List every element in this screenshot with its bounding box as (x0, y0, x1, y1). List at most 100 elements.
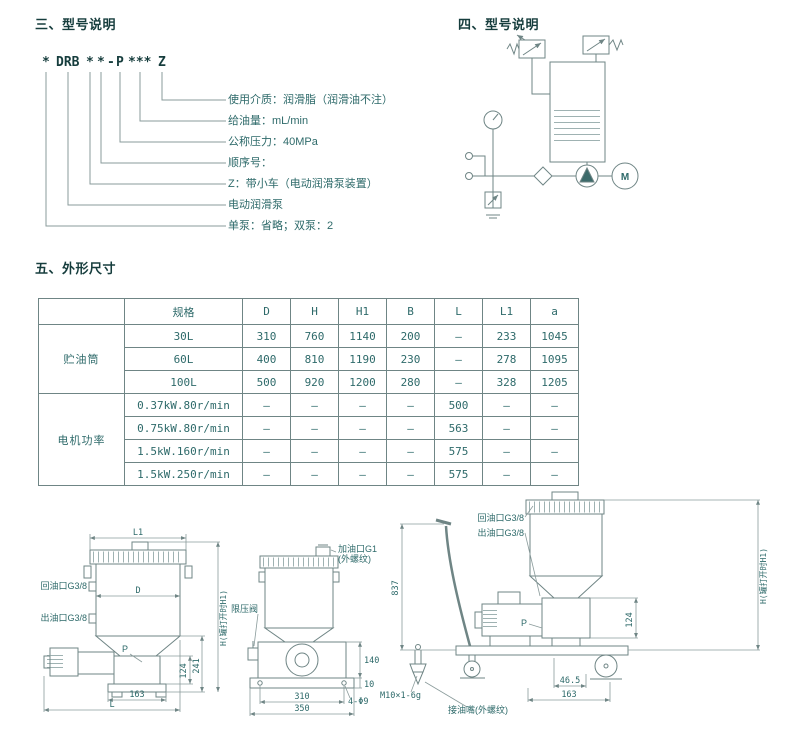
col-header-L1: L1 (482, 298, 531, 325)
cell: — (242, 416, 291, 440)
relief-valve-label: 限压阀 (231, 604, 258, 614)
cell: 563 (434, 416, 483, 440)
dim-163-right: 163 (561, 690, 576, 700)
cell: — (386, 416, 435, 440)
cell: 575 (434, 462, 483, 486)
cell: 1190 (338, 347, 387, 371)
code-p: P (116, 55, 124, 70)
section5-title: 五、外形尺寸 (35, 261, 117, 276)
cell: — (434, 324, 483, 348)
spec-header: 规格 (124, 298, 243, 325)
dim-350: 350 (294, 704, 309, 714)
table-corner-cell (38, 298, 125, 325)
cell: — (338, 416, 387, 440)
table-header-row: 规格 D H H1 B L L1 a (38, 298, 579, 325)
cell: — (530, 462, 579, 486)
cell: — (290, 462, 339, 486)
cell: 1.5kW.160r/min (124, 439, 243, 463)
section4-title: 四、型号说明 (458, 17, 540, 32)
dim-310: 310 (294, 692, 309, 702)
col-header-a: a (530, 298, 579, 325)
cell: 60L (124, 347, 243, 371)
cell: 278 (482, 347, 531, 371)
callout-flow: 给油量：mL/min (228, 115, 309, 127)
cell: — (338, 439, 387, 463)
table-row: 1.5kW.250r/min — — — — 575 — — (39, 462, 579, 486)
cell: 233 (482, 324, 531, 348)
cell: — (386, 439, 435, 463)
cell: — (530, 393, 579, 417)
right-outlet-port-label: 出油口G3/8 (477, 527, 524, 538)
hydraulic-schematic: M (465, 34, 639, 219)
cell: — (338, 462, 387, 486)
cell: 1200 (338, 370, 387, 394)
nipple-label: 接油嘴(外螺纹) (448, 704, 508, 715)
cell: — (482, 393, 531, 417)
col-header-B: B (386, 298, 435, 325)
code-stars: *** (128, 55, 152, 70)
dim-140: 140 (364, 656, 379, 666)
right-return-port-label: 回油口G3/8 (477, 512, 524, 523)
cell: 1045 (530, 324, 579, 348)
cell: — (482, 416, 531, 440)
dim-837: 837 (391, 580, 401, 595)
cell: 575 (434, 439, 483, 463)
cell: — (482, 439, 531, 463)
cell: 1205 (530, 370, 579, 394)
dim-D: D (135, 586, 140, 596)
cell: — (434, 370, 483, 394)
cell: — (530, 416, 579, 440)
code-star2: * (86, 55, 94, 70)
dim-10: 10 (364, 680, 374, 690)
schematic-lines (465, 34, 639, 219)
cell: — (290, 393, 339, 417)
cell: 0.75kW.80r/min (124, 416, 243, 440)
cell: 200 (386, 324, 435, 348)
dim-124-right: 124 (625, 612, 635, 627)
group-tank: 贮油筒 (38, 324, 125, 394)
cell: — (530, 439, 579, 463)
table-row: 100L 500 920 1200 280 — 328 1205 (39, 370, 579, 394)
callout-pressure: 公称压力：40MPa (228, 136, 318, 148)
cell: 100L (124, 370, 243, 394)
cell: 400 (242, 347, 291, 371)
dim-46-5: 46.5 (560, 676, 580, 686)
cell: 1095 (530, 347, 579, 371)
cell: 1.5kW.250r/min (124, 462, 243, 486)
cell: 810 (290, 347, 339, 371)
cell: 500 (242, 370, 291, 394)
left-pump-drawing: L1 D 回油口G3/8 出油口G3/8 P 124 241 H(罐打开时H1)… (40, 528, 228, 712)
col-header-D: D (242, 298, 291, 325)
dim-H-right: H(罐打开时H1) (758, 548, 768, 604)
cell: 310 (242, 324, 291, 348)
holes-label: 4-Φ9 (348, 697, 368, 707)
table-row: 电机功率 0.37kW.80r/min — — — — 500 — — (38, 393, 579, 486)
col-header-L: L (434, 298, 483, 325)
section3-title: 三、型号说明 (35, 17, 117, 32)
cell: 328 (482, 370, 531, 394)
middle-pump-drawing: 加油口G1 (外螺纹) 限压阀 140 10 310 350 4-Φ9 (231, 543, 379, 716)
dim-241: 241 (192, 658, 202, 673)
dimension-table: 规格 D H H1 B L L1 a 贮油筒 30L 310 760 1140 … (38, 298, 579, 486)
cell: — (290, 416, 339, 440)
cell: 920 (290, 370, 339, 394)
left-outlet-port-label: 出油口G3/8 (40, 612, 87, 623)
left-return-port-label: 回油口G3/8 (40, 580, 87, 591)
cell: — (386, 393, 435, 417)
dim-L: L (109, 700, 114, 710)
right-cart-drawing: 回油口G3/8 出油口G3/8 837 P 124 46.5 163 M10×1… (380, 491, 768, 715)
callout-medium: 使用介质：润滑脂（润滑油不注） (228, 94, 393, 106)
callout-pump: 电动润滑泵 (228, 199, 283, 211)
code-star1: * (42, 55, 50, 70)
table-row: 0.75kW.80r/min — — — — 563 — — (39, 416, 579, 440)
group-motor: 电机功率 (38, 393, 125, 486)
code-drb: DRB (56, 55, 80, 70)
col-header-H1: H1 (338, 298, 387, 325)
dim-H-left: H(罐打开时H1) (218, 590, 228, 646)
code-dash: - (107, 55, 115, 70)
outline-drawings: L1 D 回油口G3/8 出油口G3/8 P 124 241 H(罐打开时H1)… (40, 491, 768, 716)
cell: — (482, 462, 531, 486)
cell: 0.37kW.80r/min (124, 393, 243, 417)
table-row: 贮油筒 30L 310 760 1140 200 — 233 1045 (38, 324, 579, 394)
